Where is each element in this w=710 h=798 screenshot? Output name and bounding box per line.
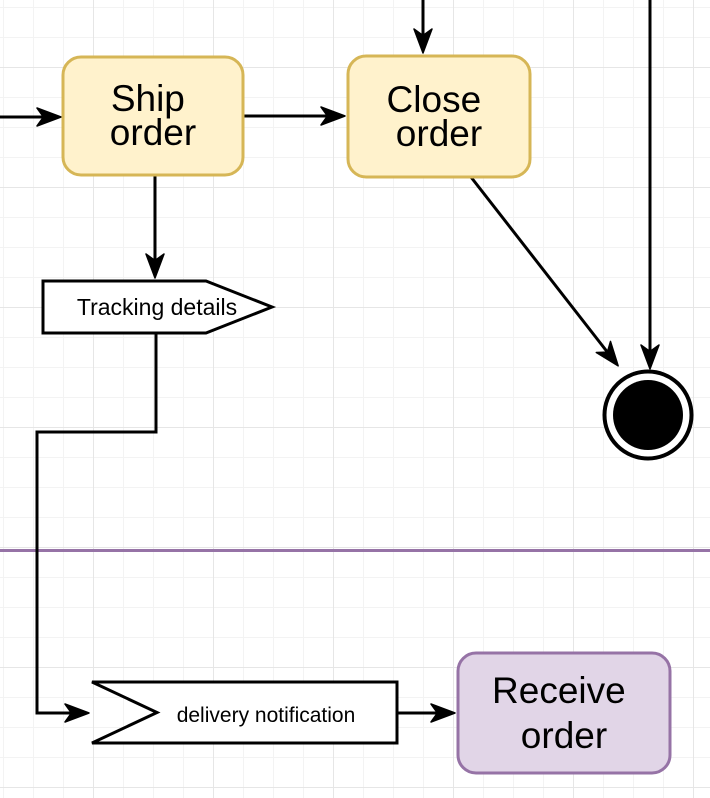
send-signal-tracking-details-shape[interactable] — [41, 279, 277, 335]
action-close-order-shape[interactable] — [346, 54, 532, 179]
edge-tracking-to-delivery-notification[interactable] — [35, 330, 158, 723]
receive-signal-delivery-notification-label: delivery notification — [177, 704, 356, 727]
action-receive-order[interactable]: Receive order — [456, 651, 672, 775]
action-receive-order-shape[interactable] — [456, 651, 672, 775]
action-close-order-label: Close order — [387, 79, 492, 154]
action-ship-order-shape[interactable] — [61, 55, 245, 177]
action-ship-order-label: Ship order — [110, 78, 196, 153]
activity-final-node[interactable] — [602, 369, 694, 461]
edge-close-to-final-node[interactable] — [458, 162, 619, 367]
receive-signal-delivery-notification-shape[interactable] — [91, 680, 399, 745]
receive-signal-delivery-notification[interactable]: delivery notification — [91, 680, 399, 745]
action-ship-order[interactable]: Ship order — [61, 55, 245, 177]
action-close-order[interactable]: Close order — [346, 54, 532, 179]
send-signal-tracking-details-label: Tracking details — [77, 294, 237, 320]
send-signal-tracking-details[interactable]: Tracking details — [41, 279, 277, 335]
activity-final-node-inner-circle[interactable] — [613, 380, 683, 450]
action-receive-order-label: Receive order — [492, 670, 636, 756]
